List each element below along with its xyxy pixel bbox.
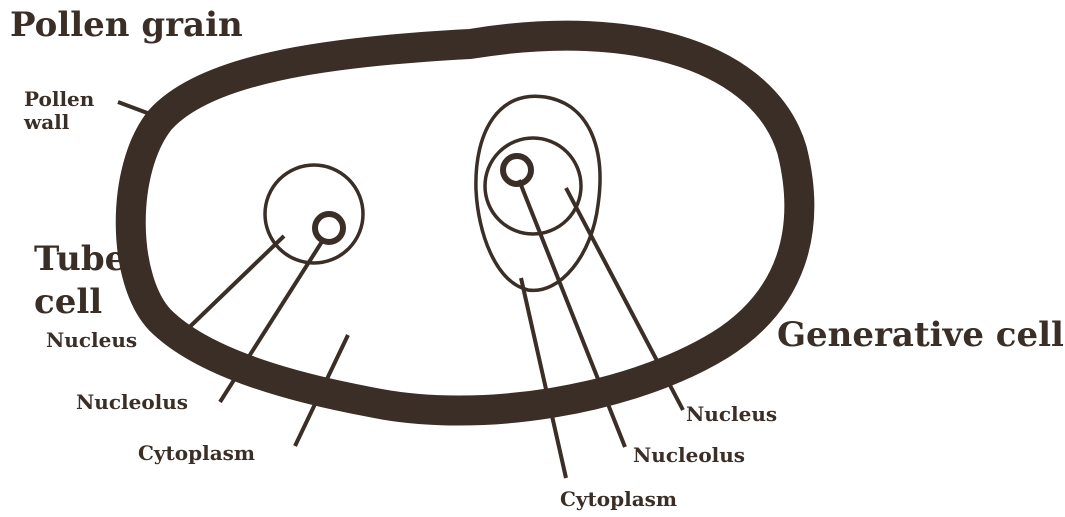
tube-nucleolus-label: Nucleolus (76, 392, 188, 412)
gen-nucleolus-label: Nucleolus (633, 445, 745, 465)
gen-nucleus-label: Nucleus (686, 404, 777, 424)
generative-cell-label: Generative cell (777, 318, 1064, 352)
pollen-wall-outline (131, 36, 800, 411)
pollen-wall-label: Pollen wall (24, 88, 94, 134)
diagram-title: Pollen grain (10, 8, 243, 42)
pollen-wall-label-line1: Pollen (24, 88, 94, 111)
tube-cell-label-line2: cell (34, 281, 126, 324)
tube-nucleus-label: Nucleus (46, 330, 137, 350)
tube-nucleus-circle (265, 165, 363, 263)
gen-cytoplasm-label: Cytoplasm (560, 489, 677, 509)
gen-cytoplasm-leader (521, 278, 566, 478)
pollen-wall-leader (118, 102, 150, 114)
tube-cell-label: Tube cell (34, 238, 126, 323)
tube-nucleolus-circle (315, 214, 343, 242)
generative-nucleolus-circle (503, 156, 531, 184)
pollen-wall-label-line2: wall (24, 111, 94, 134)
tube-cell-label-line1: Tube (34, 238, 126, 281)
tube-cytoplasm-label: Cytoplasm (138, 443, 255, 463)
